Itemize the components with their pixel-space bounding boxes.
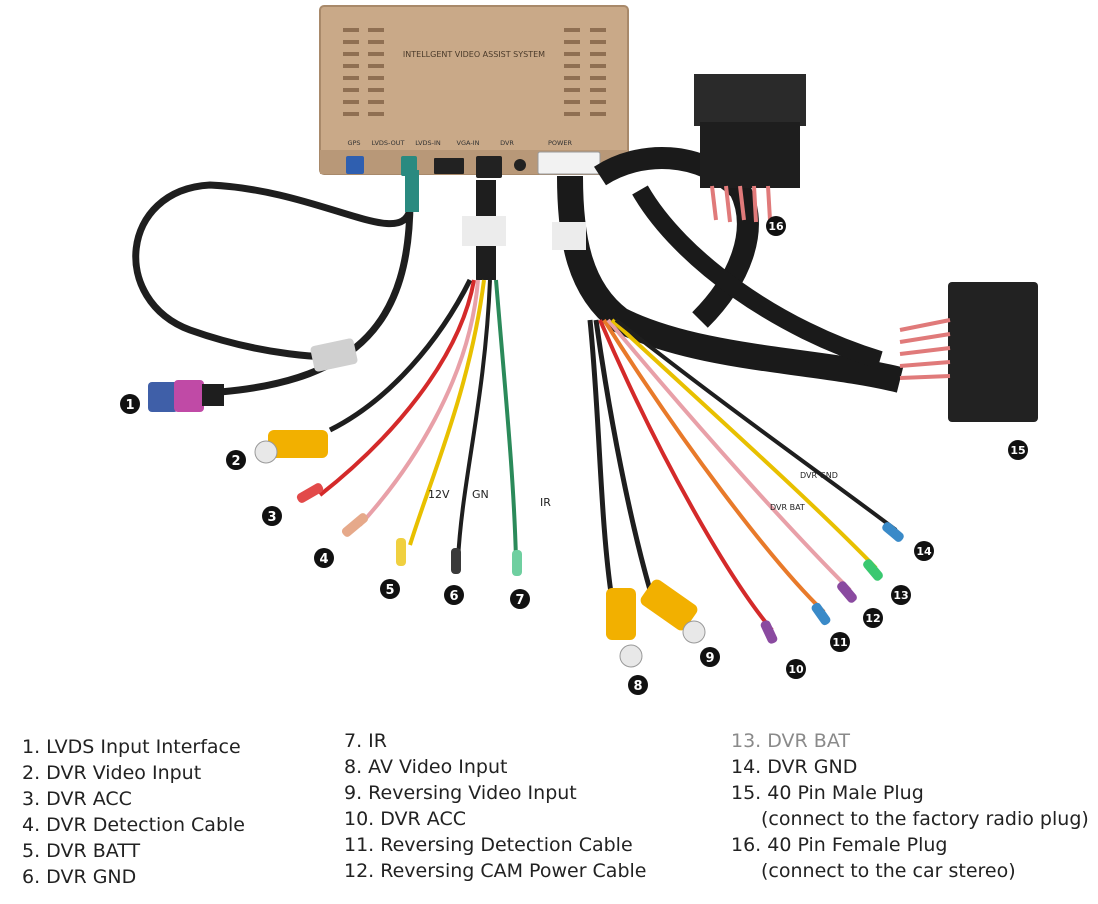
legend-column-2: 7. IR 8. AV Video Input 9. Reversing Vid…: [344, 728, 646, 884]
callout-13: 13: [891, 585, 911, 605]
callout-7: 7: [510, 589, 530, 609]
legend-item-7: 7. IR: [344, 730, 387, 752]
rca-dvr-video: [254, 430, 328, 464]
svg-text:12: 12: [865, 612, 880, 625]
svg-text:9: 9: [705, 651, 714, 666]
svg-text:7: 7: [515, 593, 524, 608]
legend-item-6: 6. DVR GND: [22, 866, 137, 888]
device-title: INTELLGENT VIDEO ASSIST SYSTEM: [403, 50, 545, 59]
port-label-lvds-out: LVDS-OUT: [372, 139, 405, 147]
legend-item-4: 4. DVR Detection Cable: [22, 814, 245, 836]
port-label-power: POWER: [548, 139, 573, 147]
port-label-gps: GPS: [347, 139, 360, 147]
callout-markers: 1 2 3 4 5 6 7 8 9 10 11 12 13 14 15 16: [120, 216, 1028, 695]
wire-tag-dvr-gnd: DVR GND: [800, 471, 838, 480]
svg-text:8: 8: [633, 679, 642, 694]
svg-text:1: 1: [125, 398, 134, 413]
port-label-dvr: DVR: [500, 139, 514, 147]
legend-item-10: 10. DVR ACC: [344, 808, 466, 830]
callout-4: 4: [314, 548, 334, 568]
legend-item-5: 5. DVR BATT: [22, 840, 141, 862]
legend-item-13: 13. DVR BAT: [731, 730, 850, 752]
callout-5: 5: [380, 579, 400, 599]
port-label-vga-in: VGA-IN: [457, 139, 480, 147]
callout-11: 11: [830, 632, 850, 652]
svg-text:4: 4: [319, 552, 328, 567]
svg-text:16: 16: [768, 220, 784, 233]
callout-2: 2: [226, 450, 246, 470]
callout-3: 3: [262, 506, 282, 526]
svg-text:5: 5: [385, 583, 394, 598]
callout-12: 12: [863, 608, 883, 628]
callout-15: 15: [1008, 440, 1028, 460]
legend-item-9: 9. Reversing Video Input: [344, 782, 577, 804]
callout-16: 16: [766, 216, 786, 236]
legend-item-8: 8. AV Video Input: [344, 756, 508, 778]
fakra-connector: [148, 380, 224, 412]
legend-item-14: 14. DVR GND: [731, 756, 858, 778]
wire-tag-dvr-bat: DVR BAT: [770, 503, 805, 512]
40-pin-male-plug: [899, 282, 1038, 422]
legend-item-1: 1. LVDS Input Interface: [22, 736, 241, 758]
legend-item-16: 16. 40 Pin Female Plug: [731, 834, 948, 856]
video-interface-box: INTELLGENT VIDEO ASSIST SYSTEM GPS LVDS-…: [319, 5, 629, 178]
rca-reversing-video-input: [640, 579, 706, 644]
svg-text:2: 2: [231, 454, 240, 469]
legend-item-15-note: (connect to the factory radio plug): [761, 808, 1089, 830]
legend-item-15: 15. 40 Pin Male Plug: [731, 782, 924, 804]
legend-item-12: 12. Reversing CAM Power Cable: [344, 860, 647, 882]
callout-8: 8: [628, 675, 648, 695]
svg-text:15: 15: [1010, 444, 1025, 457]
legend-item-3: 3. DVR ACC: [22, 788, 132, 810]
svg-text:11: 11: [832, 636, 847, 649]
legend-item-2: 2. DVR Video Input: [22, 762, 202, 784]
rca-av-video-input: [606, 588, 643, 668]
callout-6: 6: [444, 585, 464, 605]
callout-14: 14: [914, 541, 934, 561]
svg-text:3: 3: [267, 510, 276, 525]
svg-text:13: 13: [893, 589, 908, 602]
wire-tag-12v: 12V: [428, 488, 450, 501]
lvds-input-cable: [132, 181, 414, 396]
wiring-diagram-photo: INTELLGENT VIDEO ASSIST SYSTEM GPS LVDS-…: [120, 5, 1038, 695]
legend-column-1: 1. LVDS Input Interface 2. DVR Video Inp…: [22, 734, 245, 890]
port-label-lvds-in: LVDS-IN: [415, 139, 441, 147]
callout-9: 9: [700, 647, 720, 667]
legend-item-16-note: (connect to the car stereo): [761, 860, 1016, 882]
svg-text:14: 14: [916, 545, 932, 558]
callout-10: 10: [786, 659, 806, 679]
svg-text:10: 10: [788, 663, 804, 676]
callout-1: 1: [120, 394, 140, 414]
wire-tag-gn: GN: [472, 488, 489, 501]
legend-item-11: 11. Reversing Detection Cable: [344, 834, 633, 856]
40-pin-female-plug: [694, 74, 806, 223]
wire-tag-ir: IR: [540, 496, 551, 509]
legend-column-3: 13. DVR BAT 14. DVR GND 15. 40 Pin Male …: [731, 728, 1089, 884]
svg-text:6: 6: [449, 589, 458, 604]
